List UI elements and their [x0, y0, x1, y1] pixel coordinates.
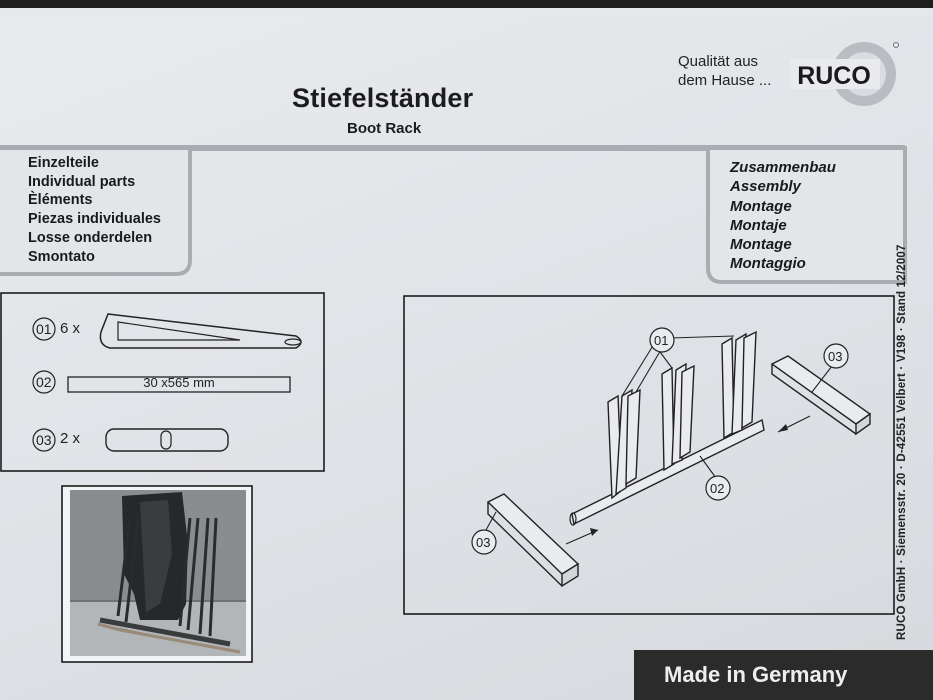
parts-label-nl: Losse onderdelen [28, 229, 153, 246]
product-photo [61, 485, 253, 663]
part-number-01: 01 [36, 321, 52, 337]
page-title: Stiefelständer [292, 83, 474, 113]
assembly-label-en: Assembly [730, 178, 801, 196]
page-subtitle: Boot Rack [347, 120, 422, 137]
part-number-03: 03 [36, 432, 52, 448]
part-dimension-02: 30 x565 mm [143, 375, 215, 390]
parts-list-box [0, 292, 325, 472]
part-quantity-03: 2 x [60, 430, 81, 447]
ruco-logo: RUCO [790, 42, 899, 106]
tagline-line-2: dem Hause ... [678, 72, 772, 89]
diagram-callout-01: 01 [654, 333, 669, 348]
tagline-line-1: Qualität aus [678, 53, 759, 70]
paper-top [0, 8, 933, 16]
parts-label-en: Individual parts [28, 173, 136, 190]
parts-label-de: Einzelteile [28, 155, 99, 171]
logo-wordmark: RUCO [797, 62, 871, 90]
assembly-label-nl: Montage [730, 236, 792, 254]
company-address: RUCO GmbH · Siemensstr. 20 · D-42551 Vel… [896, 244, 908, 640]
parts-label-fr: Èléments [28, 192, 93, 209]
part-quantity-01: 6 x [60, 320, 81, 337]
parts-label-it: Smontato [28, 248, 95, 265]
made-in-label: Made in Germany [664, 662, 848, 687]
assembly-label-it: Montaggio [730, 255, 806, 273]
assembly-language-list: Zusammenbau Assembly Montage Montaje Mon… [730, 158, 836, 274]
brand-tagline: Qualität aus dem Hause ... [678, 52, 771, 90]
assembly-label-es: Montaje [730, 216, 787, 234]
section-frame [0, 145, 907, 284]
diagram-callout-03-left: 03 [476, 535, 491, 550]
assembly-label-de: Zusammenbau [730, 159, 836, 176]
assembly-label-fr: Montage [730, 197, 792, 215]
part-number-02: 02 [36, 374, 52, 390]
diagram-callout-03-right: 03 [828, 349, 843, 364]
made-in-banner [634, 650, 933, 700]
parts-language-list: Einzelteile Individual parts Èléments Pi… [28, 154, 161, 266]
assembly-diagram [403, 295, 895, 615]
diagram-callout-02: 02 [710, 481, 725, 496]
parts-label-es: Piezas individuales [28, 211, 161, 228]
